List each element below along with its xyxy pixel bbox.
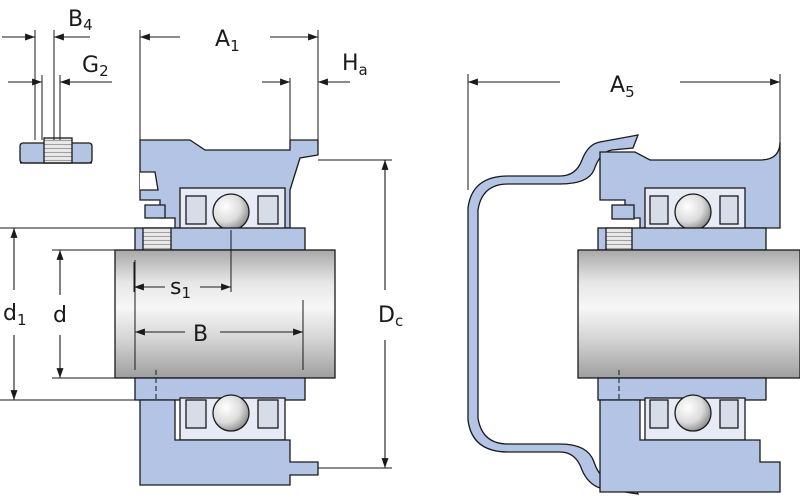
- right-upper-seal-right: [719, 195, 739, 225]
- upper-set-screw: [142, 227, 172, 251]
- right-upper-ball: [674, 193, 712, 231]
- left-section-view: A1 Ha Dc d1 d s1 B: [0, 27, 403, 486]
- locking-collar-detail: B4 G2: [2, 7, 112, 164]
- right-lower-housing: [599, 399, 781, 493]
- label-b: B: [193, 322, 208, 347]
- label-d1: d1: [3, 301, 27, 329]
- lower-seal-right: [257, 399, 279, 429]
- lower-inner-ring: [134, 377, 306, 401]
- label-s1: s1: [170, 275, 191, 302]
- lower-housing: [139, 399, 319, 486]
- label-b4: B4: [68, 7, 93, 34]
- label-d: d: [53, 303, 67, 328]
- right-upper-set-screw: [605, 227, 633, 251]
- upper-ball: [212, 193, 250, 231]
- label-a5: A5: [610, 73, 635, 101]
- right-lower-seal-right: [719, 399, 739, 429]
- left-shaft: [114, 249, 336, 379]
- lower-seal-left: [185, 399, 207, 429]
- right-upper-seal-left: [649, 195, 669, 225]
- label-a1: A1: [215, 27, 240, 55]
- lower-ball: [212, 394, 250, 432]
- right-lower-seal-left: [649, 399, 669, 429]
- label-g2: G2: [82, 53, 109, 80]
- right-upper-flinger: [611, 204, 635, 220]
- label-ha: Ha: [342, 51, 368, 79]
- upper-flinger: [144, 204, 166, 219]
- right-shaft: [577, 249, 800, 379]
- right-lower-ball: [674, 394, 712, 432]
- right-lower-inner-ring: [597, 377, 767, 401]
- label-dc: Dc: [378, 303, 403, 330]
- upper-housing-notch: [140, 171, 159, 191]
- set-screw: [43, 137, 73, 164]
- right-section-view: A5: [467, 73, 800, 495]
- upper-seal-left: [185, 195, 207, 225]
- upper-seal-right: [257, 195, 279, 225]
